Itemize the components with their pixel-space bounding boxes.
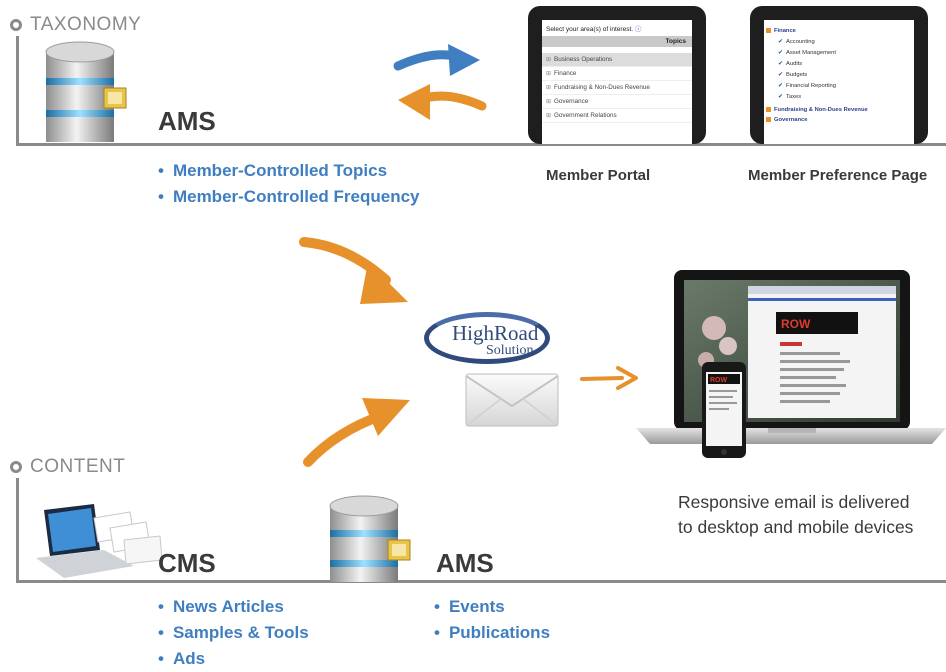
content-vertical-line bbox=[16, 478, 19, 582]
envelope-icon bbox=[465, 373, 559, 427]
list-item[interactable]: Government Relations bbox=[542, 109, 692, 123]
laptop-icon bbox=[36, 504, 163, 578]
content-ams-title: AMS bbox=[436, 548, 494, 578]
preference-screen: Finance Accounting Asset Management Audi… bbox=[764, 20, 914, 144]
list-item: Member-Controlled Frequency bbox=[158, 184, 420, 210]
cms-bullets: News Articles Samples & Tools Ads bbox=[158, 594, 309, 672]
devices-caption-line2: to desktop and mobile devices bbox=[678, 517, 914, 537]
arrow-icon bbox=[303, 398, 410, 467]
taxonomy-label-text: TAXONOMY bbox=[30, 14, 142, 35]
taxonomy-baseline bbox=[16, 143, 946, 146]
arrow-icon bbox=[580, 366, 638, 390]
list-item[interactable]: Budgets bbox=[764, 69, 914, 80]
highroad-logo bbox=[424, 312, 550, 364]
list-item[interactable]: Governance bbox=[542, 95, 692, 109]
svg-text:ROW: ROW bbox=[710, 377, 728, 384]
list-item[interactable]: Business Operations bbox=[542, 53, 692, 67]
devices-caption: Responsive email is delivered to desktop… bbox=[678, 490, 913, 540]
taxonomy-bullets: Member-Controlled Topics Member-Controll… bbox=[158, 158, 420, 210]
content-label-text: CONTENT bbox=[30, 456, 126, 477]
list-item: News Articles bbox=[158, 594, 309, 620]
list-item[interactable]: Financial Reporting bbox=[764, 80, 914, 91]
content-label: CONTENT bbox=[10, 456, 125, 478]
brand-text: ROW bbox=[781, 317, 811, 331]
list-item: Events bbox=[434, 594, 550, 620]
list-item: Publications bbox=[434, 620, 550, 646]
list-item: Samples & Tools bbox=[158, 620, 309, 646]
content-baseline bbox=[16, 580, 946, 583]
database-icon bbox=[329, 495, 411, 582]
list-item[interactable]: Accounting bbox=[764, 36, 914, 47]
database-icon bbox=[45, 41, 127, 142]
tablet-icon: Select your area(s) of interest. ⓘ Topic… bbox=[528, 6, 706, 144]
list-item[interactable]: Taxes bbox=[764, 91, 914, 102]
member-portal-screen: Select your area(s) of interest. ⓘ Topic… bbox=[542, 20, 692, 144]
taxonomy-ams-title: AMS bbox=[158, 106, 216, 136]
arrow-icon bbox=[299, 237, 408, 304]
list-item: Member-Controlled Topics bbox=[158, 158, 420, 184]
logo-text-line1: HighRoad bbox=[452, 321, 539, 345]
list-item[interactable]: Finance bbox=[542, 67, 692, 81]
sync-arrows-icon bbox=[393, 44, 487, 120]
list-item[interactable]: Asset Management bbox=[764, 47, 914, 58]
list-item: Ads bbox=[158, 646, 309, 672]
portal-question: Select your area(s) of interest. ⓘ bbox=[546, 26, 642, 33]
ring-icon bbox=[10, 19, 22, 31]
laptop-icon: ROW ROW bbox=[636, 270, 946, 458]
list-item[interactable]: Fundraising & Non-Dues Revenue bbox=[542, 81, 692, 95]
tablet-icon: Finance Accounting Asset Management Audi… bbox=[750, 6, 928, 144]
logo-text-line2: Solution bbox=[486, 343, 534, 358]
member-portal-caption: Member Portal bbox=[546, 167, 651, 184]
portal-header: Topics bbox=[542, 36, 692, 47]
taxonomy-label: TAXONOMY bbox=[10, 14, 141, 36]
content-ams-bullets: Events Publications bbox=[434, 594, 550, 646]
member-preference-caption: Member Preference Page bbox=[748, 167, 928, 184]
cms-title: CMS bbox=[158, 548, 216, 578]
phone-icon: ROW bbox=[702, 362, 746, 458]
list-item[interactable]: Finance bbox=[764, 26, 914, 36]
list-item[interactable]: Governance bbox=[764, 115, 914, 125]
taxonomy-vertical-line bbox=[16, 36, 19, 144]
list-item[interactable]: Fundraising & Non-Dues Revenue bbox=[764, 105, 914, 115]
list-item[interactable]: Audits bbox=[764, 58, 914, 69]
ring-icon bbox=[10, 461, 22, 473]
devices-caption-line1: Responsive email is delivered bbox=[678, 492, 910, 512]
